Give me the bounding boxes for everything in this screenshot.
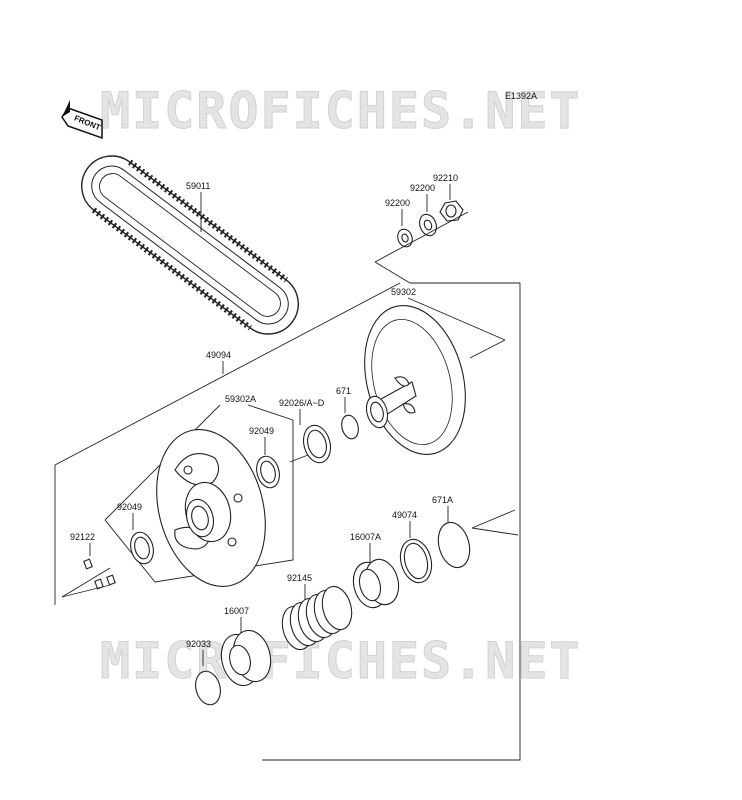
snap-ring-92033 — [195, 670, 221, 706]
diagram-code: E1392A — [505, 91, 537, 101]
drive-belt — [81, 155, 299, 335]
label-59302A: 59302A — [225, 394, 256, 404]
label-92200-upper: 92200 — [410, 183, 435, 193]
front-arrow-icon: FRONT — [61, 100, 103, 140]
seal-92049-lower — [130, 531, 154, 565]
label-671A: 671A — [432, 495, 453, 505]
ring-49074 — [399, 538, 433, 584]
label-92200-lower: 92200 — [385, 198, 410, 208]
label-59011: 59011 — [186, 181, 210, 191]
label-92049-lower: 92049 — [117, 502, 142, 512]
label-92122: 92122 — [70, 532, 95, 542]
sheave-59302 — [364, 304, 466, 456]
nut-92210 — [439, 200, 464, 222]
label-59302: 59302 — [391, 287, 416, 297]
bushing-16007 — [220, 629, 272, 687]
spring-92145 — [281, 585, 353, 651]
fittings-92122 — [83, 558, 116, 590]
seal-92049-upper — [256, 455, 280, 489]
label-16007: 16007 — [224, 606, 249, 616]
label-671: 671 — [336, 386, 351, 396]
o-ring-671 — [341, 414, 359, 440]
label-16007A: 16007A — [350, 532, 381, 542]
label-92049-upper: 92049 — [249, 426, 274, 436]
washer-92200-left — [397, 228, 413, 248]
label-92033: 92033 — [186, 639, 211, 649]
label-92145: 92145 — [287, 573, 312, 583]
label-49074: 49074 — [392, 510, 417, 520]
shim-92026 — [302, 424, 332, 464]
washer-92200-right — [419, 213, 437, 237]
watermark-top: MICROFICHES.NET — [100, 82, 582, 140]
label-92026: 92026/A~D — [279, 398, 325, 408]
watermark-bottom: MICROFICHES.NET — [100, 632, 582, 690]
bushing-16007A — [352, 558, 400, 609]
label-49094: 49094 — [206, 350, 231, 360]
o-ring-671A — [437, 521, 471, 569]
movable-sheave — [156, 429, 266, 587]
label-92210: 92210 — [433, 173, 458, 183]
